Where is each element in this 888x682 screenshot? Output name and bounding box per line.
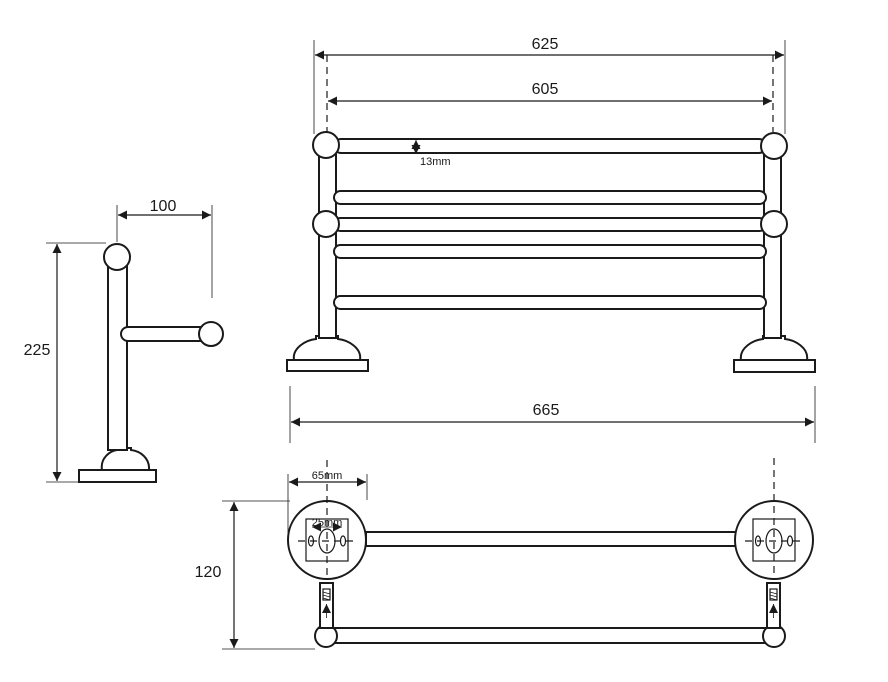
dimension-label-outer-width: 625	[532, 36, 559, 53]
dimension-label-hole-spacing: 25mm	[312, 517, 343, 529]
front-rail-3	[333, 217, 767, 232]
front-left-base-plate	[286, 359, 369, 372]
dimension-label-plate-width: 65mm	[312, 470, 343, 482]
front-rail-top	[333, 138, 767, 154]
side-arm-end-cap	[198, 321, 224, 347]
side-top-ball	[103, 243, 131, 271]
dimension-label-overall-width: 665	[533, 402, 560, 419]
top-back-rail	[365, 531, 737, 547]
side-view: 100 225	[24, 198, 224, 483]
top-right-screw	[769, 588, 778, 618]
dimension-label-side-width: 100	[150, 198, 177, 215]
front-left-post	[318, 149, 337, 339]
dimension-label-side-height: 225	[24, 342, 51, 359]
side-base-plate	[78, 469, 157, 483]
front-ball-mid-left	[312, 210, 340, 238]
front-right-base-flange	[739, 335, 809, 361]
side-arm	[120, 326, 212, 342]
front-right-base-plate	[733, 359, 816, 373]
top-front-rail	[322, 627, 778, 644]
front-left-base-flange	[292, 335, 362, 361]
top-left-screw	[322, 588, 331, 618]
dimension-label-inner-width: 605	[532, 81, 559, 98]
front-right-post	[763, 149, 782, 339]
top-view: 65mm 25mm 120	[195, 458, 814, 650]
side-base-flange	[100, 447, 151, 471]
front-rail-4	[333, 244, 767, 259]
front-ball-top-left	[312, 131, 340, 159]
front-rail-bottom	[333, 295, 767, 310]
front-ball-top-right	[760, 132, 788, 160]
front-view: 625 605 13mm 665	[286, 36, 816, 443]
side-post	[107, 261, 128, 451]
dimension-label-depth: 120	[195, 564, 222, 581]
front-rail-2	[333, 190, 767, 205]
front-ball-mid-right	[760, 210, 788, 238]
dimension-label-rail-diameter: 13mm	[420, 156, 451, 168]
